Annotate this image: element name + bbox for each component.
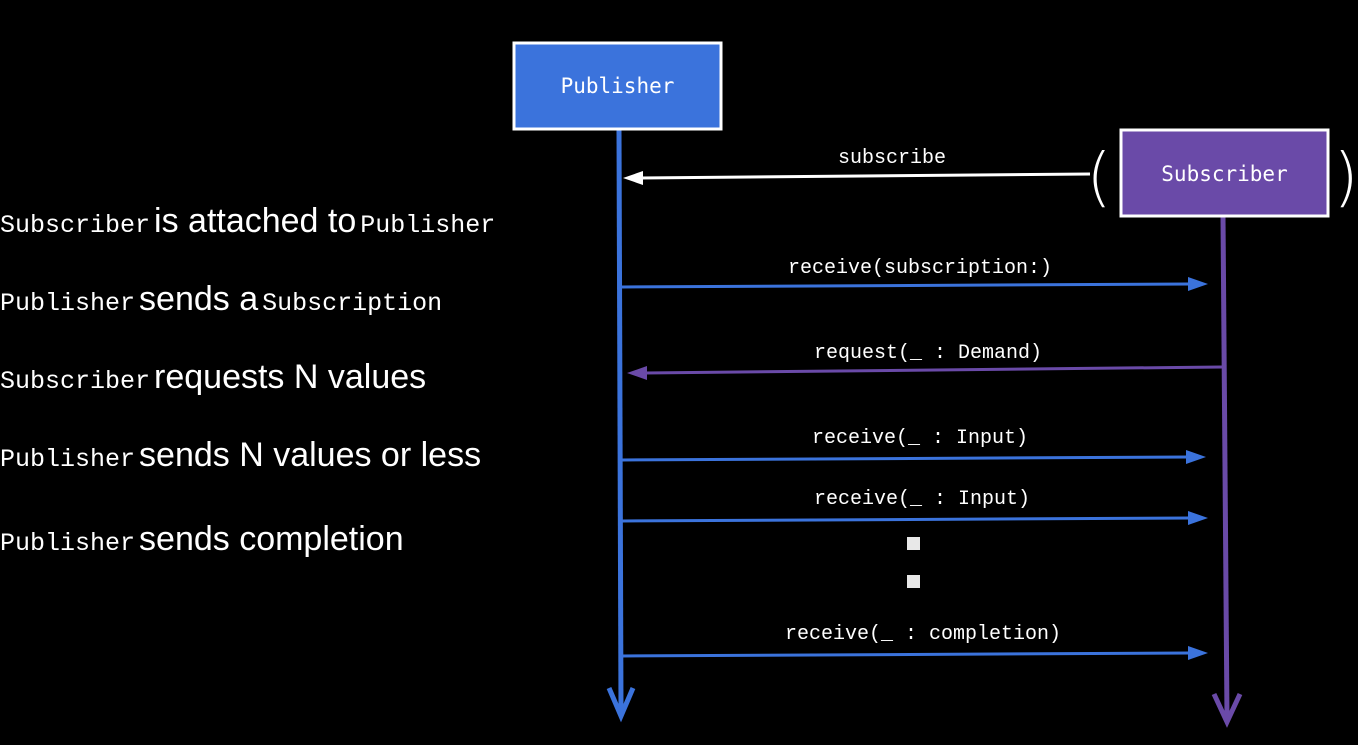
step-subscription-action: sends a [139, 280, 259, 318]
step-attach-object: Publisher [360, 211, 496, 240]
step-request: Subscriber requests N values [0, 360, 426, 394]
message-arrowhead-subscribe [623, 171, 643, 185]
step-values-action: sends N values or less [139, 436, 482, 474]
step-attach-action: is attached to [154, 202, 357, 240]
message-label-receive-input-1: receive(_ : Input) [812, 427, 1028, 450]
message-arrowhead-receive-input-2 [1188, 511, 1208, 525]
step-subscription-subject: Publisher [0, 289, 136, 318]
message-arrowhead-request-demand [627, 366, 647, 380]
subscriber-lifeline [1220, 216, 1230, 719]
message-arrowhead-receive-input-1 [1186, 450, 1206, 464]
step-completion-action: sends completion [139, 520, 404, 558]
message-arrowhead-receive-subscription [1188, 277, 1208, 291]
message-label-receive-completion: receive(_ : completion) [785, 623, 1061, 646]
message-label-receive-subscription: receive(subscription:) [788, 257, 1052, 280]
message-label-subscribe: subscribe [838, 147, 946, 170]
message-arrow-receive-input-2 [621, 516, 1191, 523]
step-subscription-object: Subscription [262, 289, 443, 318]
publisher-box [512, 41, 723, 131]
step-subscription: Publisher sends a Subscription [0, 282, 442, 316]
publisher-label: Publisher [561, 74, 675, 98]
step-values-subject: Publisher [0, 445, 136, 474]
step-attach: Subscriber is attached to Publisher [0, 204, 495, 238]
open-paren: ( [1087, 141, 1112, 215]
subscriber-lifeline-arrowhead [1211, 692, 1243, 728]
message-label-request-demand: request(_ : Demand) [814, 342, 1042, 365]
publisher-lifeline-arrowhead [606, 687, 636, 723]
message-arrow-receive-subscription [621, 282, 1191, 289]
step-attach-subject: Subscriber [0, 211, 151, 240]
message-arrowhead-receive-completion [1188, 646, 1208, 660]
step-completion-subject: Publisher [0, 529, 136, 558]
continuation-dot [907, 537, 920, 550]
message-arrow-receive-completion [621, 651, 1191, 658]
message-arrow-receive-input-1 [621, 455, 1189, 462]
step-request-subject: Subscriber [0, 367, 151, 396]
close-paren: ) [1334, 141, 1358, 215]
step-values: Publisher sends N values or less [0, 438, 481, 472]
message-arrow-subscribe [639, 172, 1091, 180]
step-completion: Publisher sends completion [0, 522, 404, 556]
step-request-action: requests N values [154, 358, 427, 396]
message-arrow-request-demand [644, 365, 1223, 375]
subscriber-box [1119, 128, 1330, 218]
message-label-receive-input-2: receive(_ : Input) [814, 488, 1030, 511]
publisher-lifeline [616, 129, 624, 713]
continuation-dot [907, 575, 920, 588]
subscriber-label: Subscriber [1161, 162, 1287, 186]
